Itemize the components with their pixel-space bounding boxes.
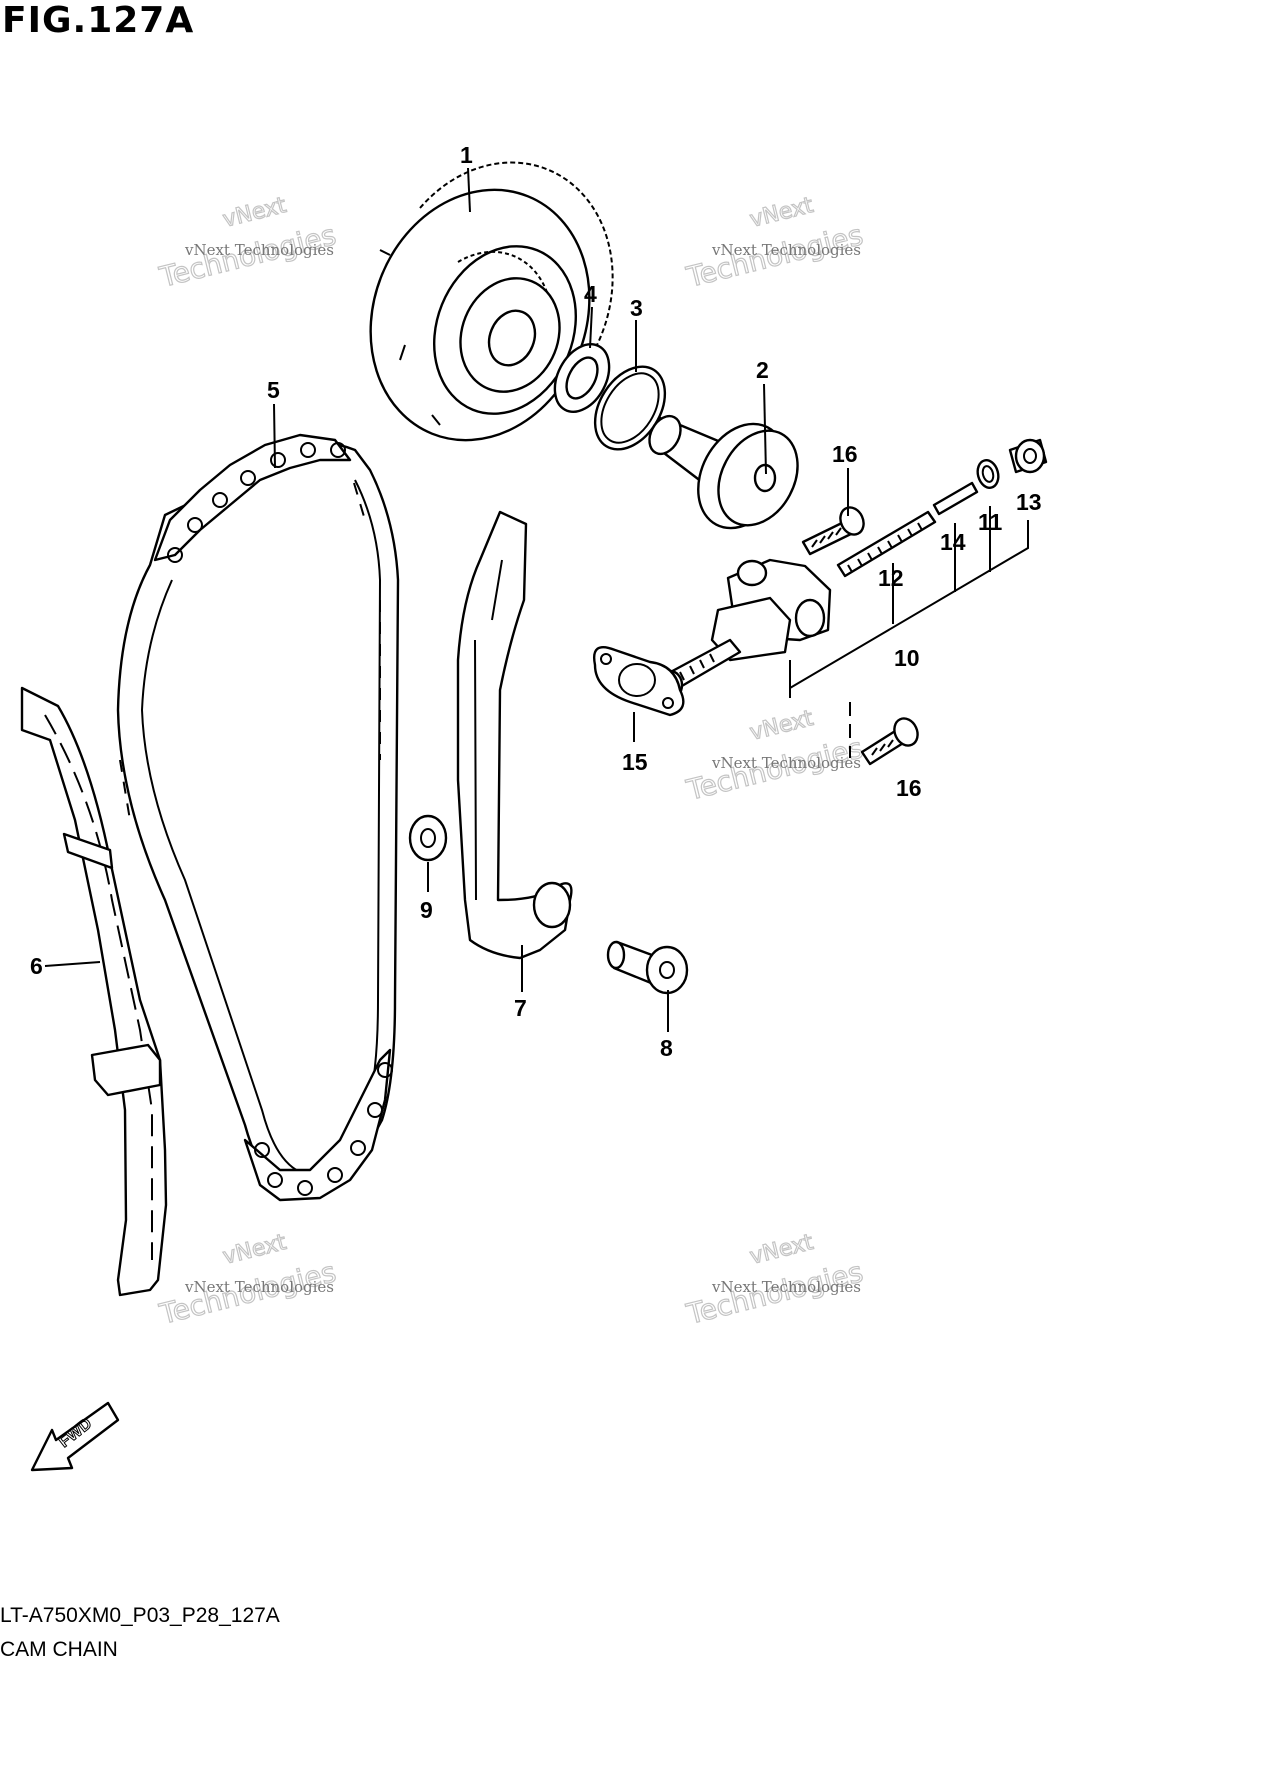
callout-8: 8 <box>660 1035 673 1061</box>
watermark-top-left: vNext Technologies vNext Technologies <box>155 192 340 294</box>
part-bolt-16-lower <box>860 717 919 766</box>
part-cam-chain-5 <box>116 433 400 1202</box>
part-washer-4 <box>553 343 611 413</box>
part-spring-12 <box>836 510 937 578</box>
part-gasket-11 <box>976 459 1000 489</box>
watermark-line: vNext Technologies <box>711 241 861 259</box>
watermark-line: vNext Technologies <box>711 1278 861 1296</box>
part-pivot-bolt-8 <box>606 940 689 995</box>
part-bolt-16-upper <box>801 506 865 556</box>
part-tensioner-guide-7 <box>456 510 573 960</box>
watermark-small: vNext <box>220 1230 289 1270</box>
watermark-small: vNext <box>747 193 816 233</box>
callout-16-upper: 16 <box>832 441 858 467</box>
callout-10: 10 <box>894 645 920 671</box>
figure-title: FIG.127A <box>2 0 195 41</box>
callout-1: 1 <box>460 142 473 168</box>
part-tensioner-10 <box>656 558 832 701</box>
leader-lines <box>44 167 849 1032</box>
callout-16-lower: 16 <box>896 775 922 801</box>
bracket-10 <box>789 506 1029 698</box>
watermark-bottom-left: vNext Technologies vNext Technologies <box>155 1229 340 1331</box>
part-gasket-15 <box>593 645 685 717</box>
callout-12: 12 <box>878 565 904 591</box>
watermark-mid-right: vNext Technologies vNext Technologies <box>682 705 867 807</box>
part-pin-14 <box>932 481 979 516</box>
callout-6: 6 <box>30 953 43 979</box>
part-shaft-2 <box>648 414 799 530</box>
callout-13: 13 <box>1016 489 1042 515</box>
watermark-line: vNext Technologies <box>184 241 334 259</box>
callout-14: 14 <box>940 529 966 555</box>
diagram-caption: CAM CHAIN <box>0 1638 118 1661</box>
part-cam-sprocket <box>369 161 614 442</box>
fwd-arrow-icon: FWD <box>30 1401 120 1472</box>
diagram-code: LT-A750XM0_P03_P28_127A <box>0 1604 280 1627</box>
callout-2: 2 <box>756 357 769 383</box>
watermark-small: vNext <box>747 706 816 746</box>
callout-7: 7 <box>514 995 527 1021</box>
watermark-top-right: vNext Technologies vNext Technologies <box>682 192 867 294</box>
callout-5: 5 <box>267 377 280 403</box>
watermark-line: vNext Technologies <box>184 1278 334 1296</box>
part-cap-bolt-13 <box>1008 438 1048 474</box>
callout-4: 4 <box>584 281 597 307</box>
callout-9: 9 <box>420 897 433 923</box>
callout-3: 3 <box>630 295 643 321</box>
callout-15: 15 <box>622 749 648 775</box>
part-washer-9 <box>408 814 448 862</box>
watermark-small: vNext <box>220 193 289 233</box>
watermark-small: vNext <box>747 1230 816 1270</box>
watermark-line: vNext Technologies <box>711 754 861 772</box>
part-chain-guide-6 <box>20 686 168 1297</box>
callout-11: 11 <box>978 509 1003 535</box>
watermark-bottom-right: vNext Technologies vNext Technologies <box>682 1229 867 1331</box>
